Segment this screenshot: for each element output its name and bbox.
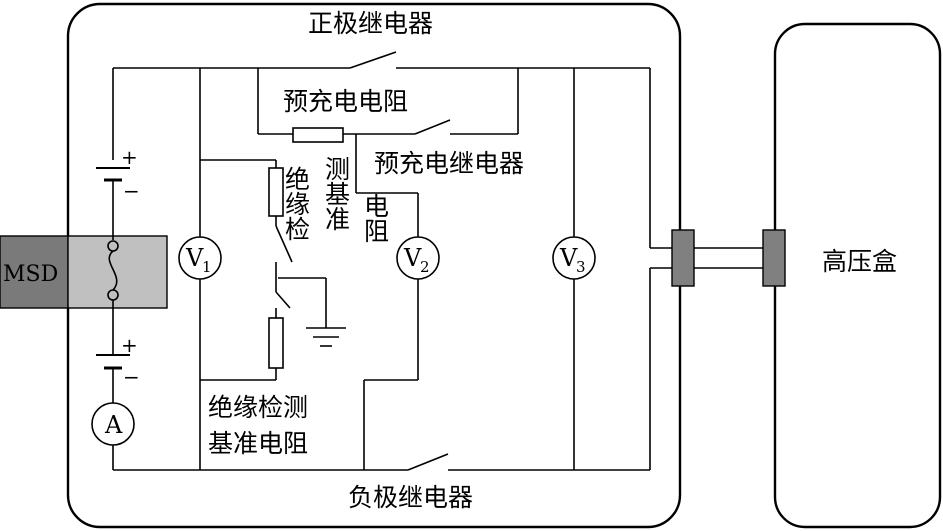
v2-branch: [355, 134, 440, 470]
insulation-resistor-label-line-2: 基准电阻: [208, 429, 308, 458]
precharge-relay-blade: [414, 119, 451, 135]
pack-connector: [671, 229, 695, 287]
msd-block: [0, 235, 69, 309]
precharge-resistor-label: 预充电电阻: [283, 87, 408, 116]
precharge-resistor: [292, 127, 344, 143]
insulation-resistor-vertical-col-3: 电阻: [361, 193, 390, 243]
battery-1-plus: +: [121, 145, 138, 169]
battery-2-minus: −: [123, 365, 140, 389]
insulation-resistor-vertical-col-2: 测基准: [322, 156, 351, 231]
v3-branch: [552, 68, 596, 470]
precharge-branch: [257, 68, 519, 143]
negative-relay-label: 负极继电器: [348, 483, 473, 512]
insulation-switch-lower-blade: [275, 291, 291, 309]
battery-2-plus: +: [121, 333, 138, 357]
precharge-relay-label: 预充电继电器: [374, 149, 524, 178]
v2-subscript: 2: [420, 258, 430, 276]
v3-letter: V: [559, 244, 578, 272]
v1-branch: [178, 68, 222, 470]
output-wiring: [649, 68, 763, 470]
left-branch: [91, 68, 135, 470]
insulation-resistor-label-line-1: 绝缘检测: [208, 393, 308, 422]
v2-letter: V: [403, 244, 422, 272]
hv-box-label: 高压盒: [822, 247, 897, 276]
ammeter-label: A: [104, 411, 123, 439]
v3-subscript: 3: [576, 258, 586, 276]
insulation-switch-upper-blade: [275, 225, 293, 263]
negative-relay-blade: [407, 453, 449, 471]
battery-1-minus: −: [123, 179, 140, 203]
insulation-resistor-vertical-col-1: 绝缘检: [282, 166, 311, 241]
insulation-resistor-lower: [268, 317, 284, 369]
msd-label: MSD: [3, 262, 58, 287]
positive-bus: [113, 51, 650, 69]
negative-bus: [113, 453, 650, 471]
positive-relay-label: 正极继电器: [308, 9, 433, 38]
hv-box-connector: [762, 229, 786, 287]
v1-subscript: 1: [202, 258, 212, 276]
fuse-icon: [108, 250, 118, 291]
insulation-detection-network: [200, 159, 346, 381]
insulation-resistor-vertical-label: 绝缘检 测基准 电阻: [282, 156, 390, 243]
positive-relay-blade: [349, 51, 397, 69]
v1-letter: V: [185, 244, 204, 272]
